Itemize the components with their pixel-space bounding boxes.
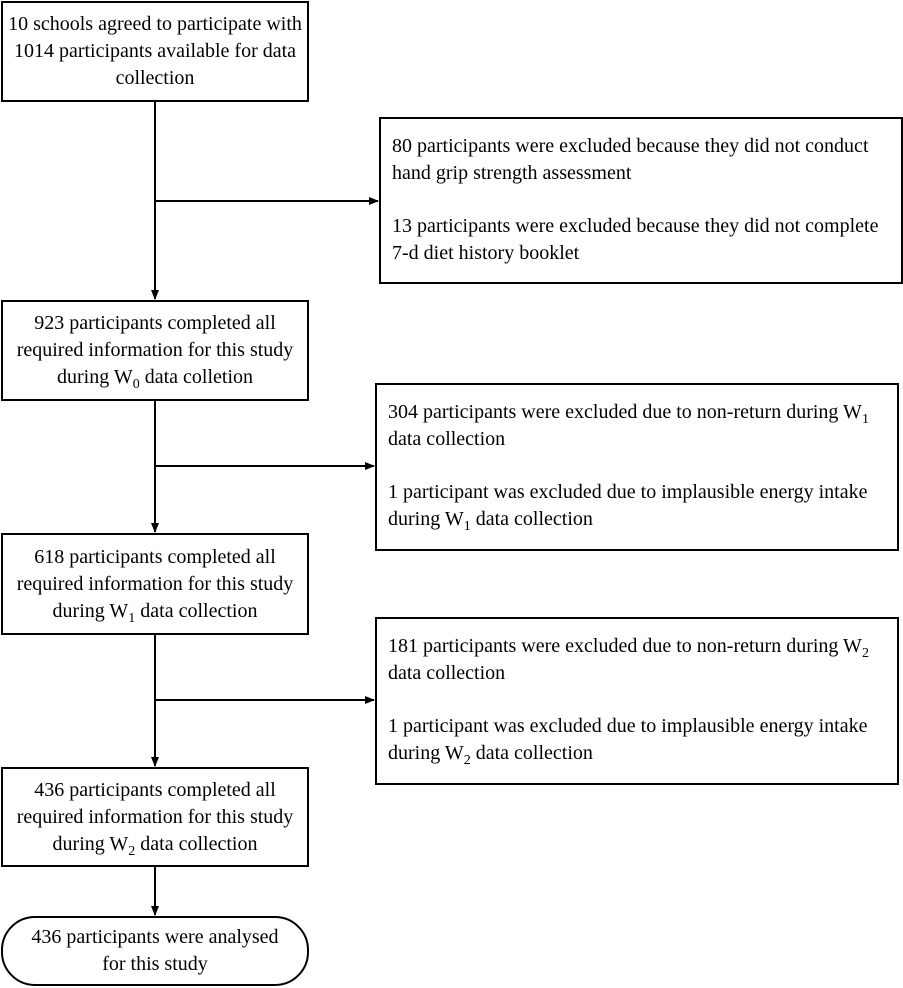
start-box: 10 schools agreed to participate with 10… — [1, 1, 309, 102]
exclusion-3-implausible-subscript: 2 — [463, 753, 471, 768]
stage-w2-text: 436 participants completed all required … — [7, 777, 303, 859]
stage-w2-text-main: 436 participants completed all required … — [16, 778, 294, 855]
exclusion-3-implausible-end: data collection — [470, 742, 593, 764]
stage-w1-text-end: data collection — [135, 599, 258, 622]
exclusion-box-3: 181 participants were excluded due to no… — [375, 617, 899, 785]
stage-w0-text-main: 923 participants completed all required … — [16, 312, 294, 388]
exclusion-2-implausible-end: data collection — [470, 508, 593, 530]
exclusion-2-non-return-main: 304 participants were excluded due to no… — [388, 401, 862, 423]
stage-w2-text-end: data collection — [135, 832, 258, 855]
stage-w1-text: 618 participants completed all required … — [7, 544, 303, 626]
stage-w2-subscript: 2 — [128, 843, 136, 859]
exclusion-3-non-return: 181 participants were excluded due to no… — [388, 633, 887, 687]
exclusion-2-non-return-subscript: 1 — [861, 412, 869, 427]
start-box-text: 10 schools agreed to participate with 10… — [8, 13, 302, 89]
exclusion-1-diet-booklet: 13 participants were excluded because th… — [392, 215, 879, 264]
exclusion-2-non-return-end: data collection — [388, 428, 506, 450]
stage-w1-text-main: 618 participants completed all required … — [16, 545, 294, 622]
exclusion-box-1: 80 participants were excluded because th… — [379, 117, 903, 284]
exclusion-2-implausible-subscript: 1 — [463, 519, 471, 534]
exclusion-2-implausible-energy: 1 participant was excluded due to implau… — [388, 479, 887, 534]
exclusion-3-non-return-subscript: 2 — [861, 646, 869, 661]
stage-w0-subscript: 0 — [132, 377, 140, 392]
exclusion-3-non-return-main: 181 participants were excluded due to no… — [388, 635, 862, 657]
stage-w1-box: 618 participants completed all required … — [1, 533, 309, 635]
stage-w2-box: 436 participants completed all required … — [1, 767, 309, 867]
exclusion-3-implausible-energy: 1 participant was excluded due to implau… — [388, 713, 887, 768]
exclusion-3-implausible-main: 1 participant was excluded due to implau… — [388, 715, 868, 764]
exclusion-3-non-return-end: data collection — [388, 662, 506, 684]
exclusion-box-2: 304 participants were excluded due to no… — [375, 383, 899, 551]
exclusion-2-non-return: 304 participants were excluded due to no… — [388, 399, 887, 453]
exclusion-1-hand-grip: 80 participants were excluded because th… — [392, 135, 869, 184]
stage-w0-text-end: data colletion — [139, 366, 254, 388]
exclusion-2-implausible-main: 1 participant was excluded due to implau… — [388, 481, 868, 530]
stage-w0-text: 923 participants completed all required … — [7, 310, 303, 392]
stage-w1-subscript: 1 — [128, 610, 136, 626]
stage-w0-box: 923 participants completed all required … — [1, 300, 309, 401]
final-analysed-text: 436 participants were analysed for this … — [31, 926, 279, 975]
final-analysed-box: 436 participants were analysed for this … — [1, 916, 309, 986]
